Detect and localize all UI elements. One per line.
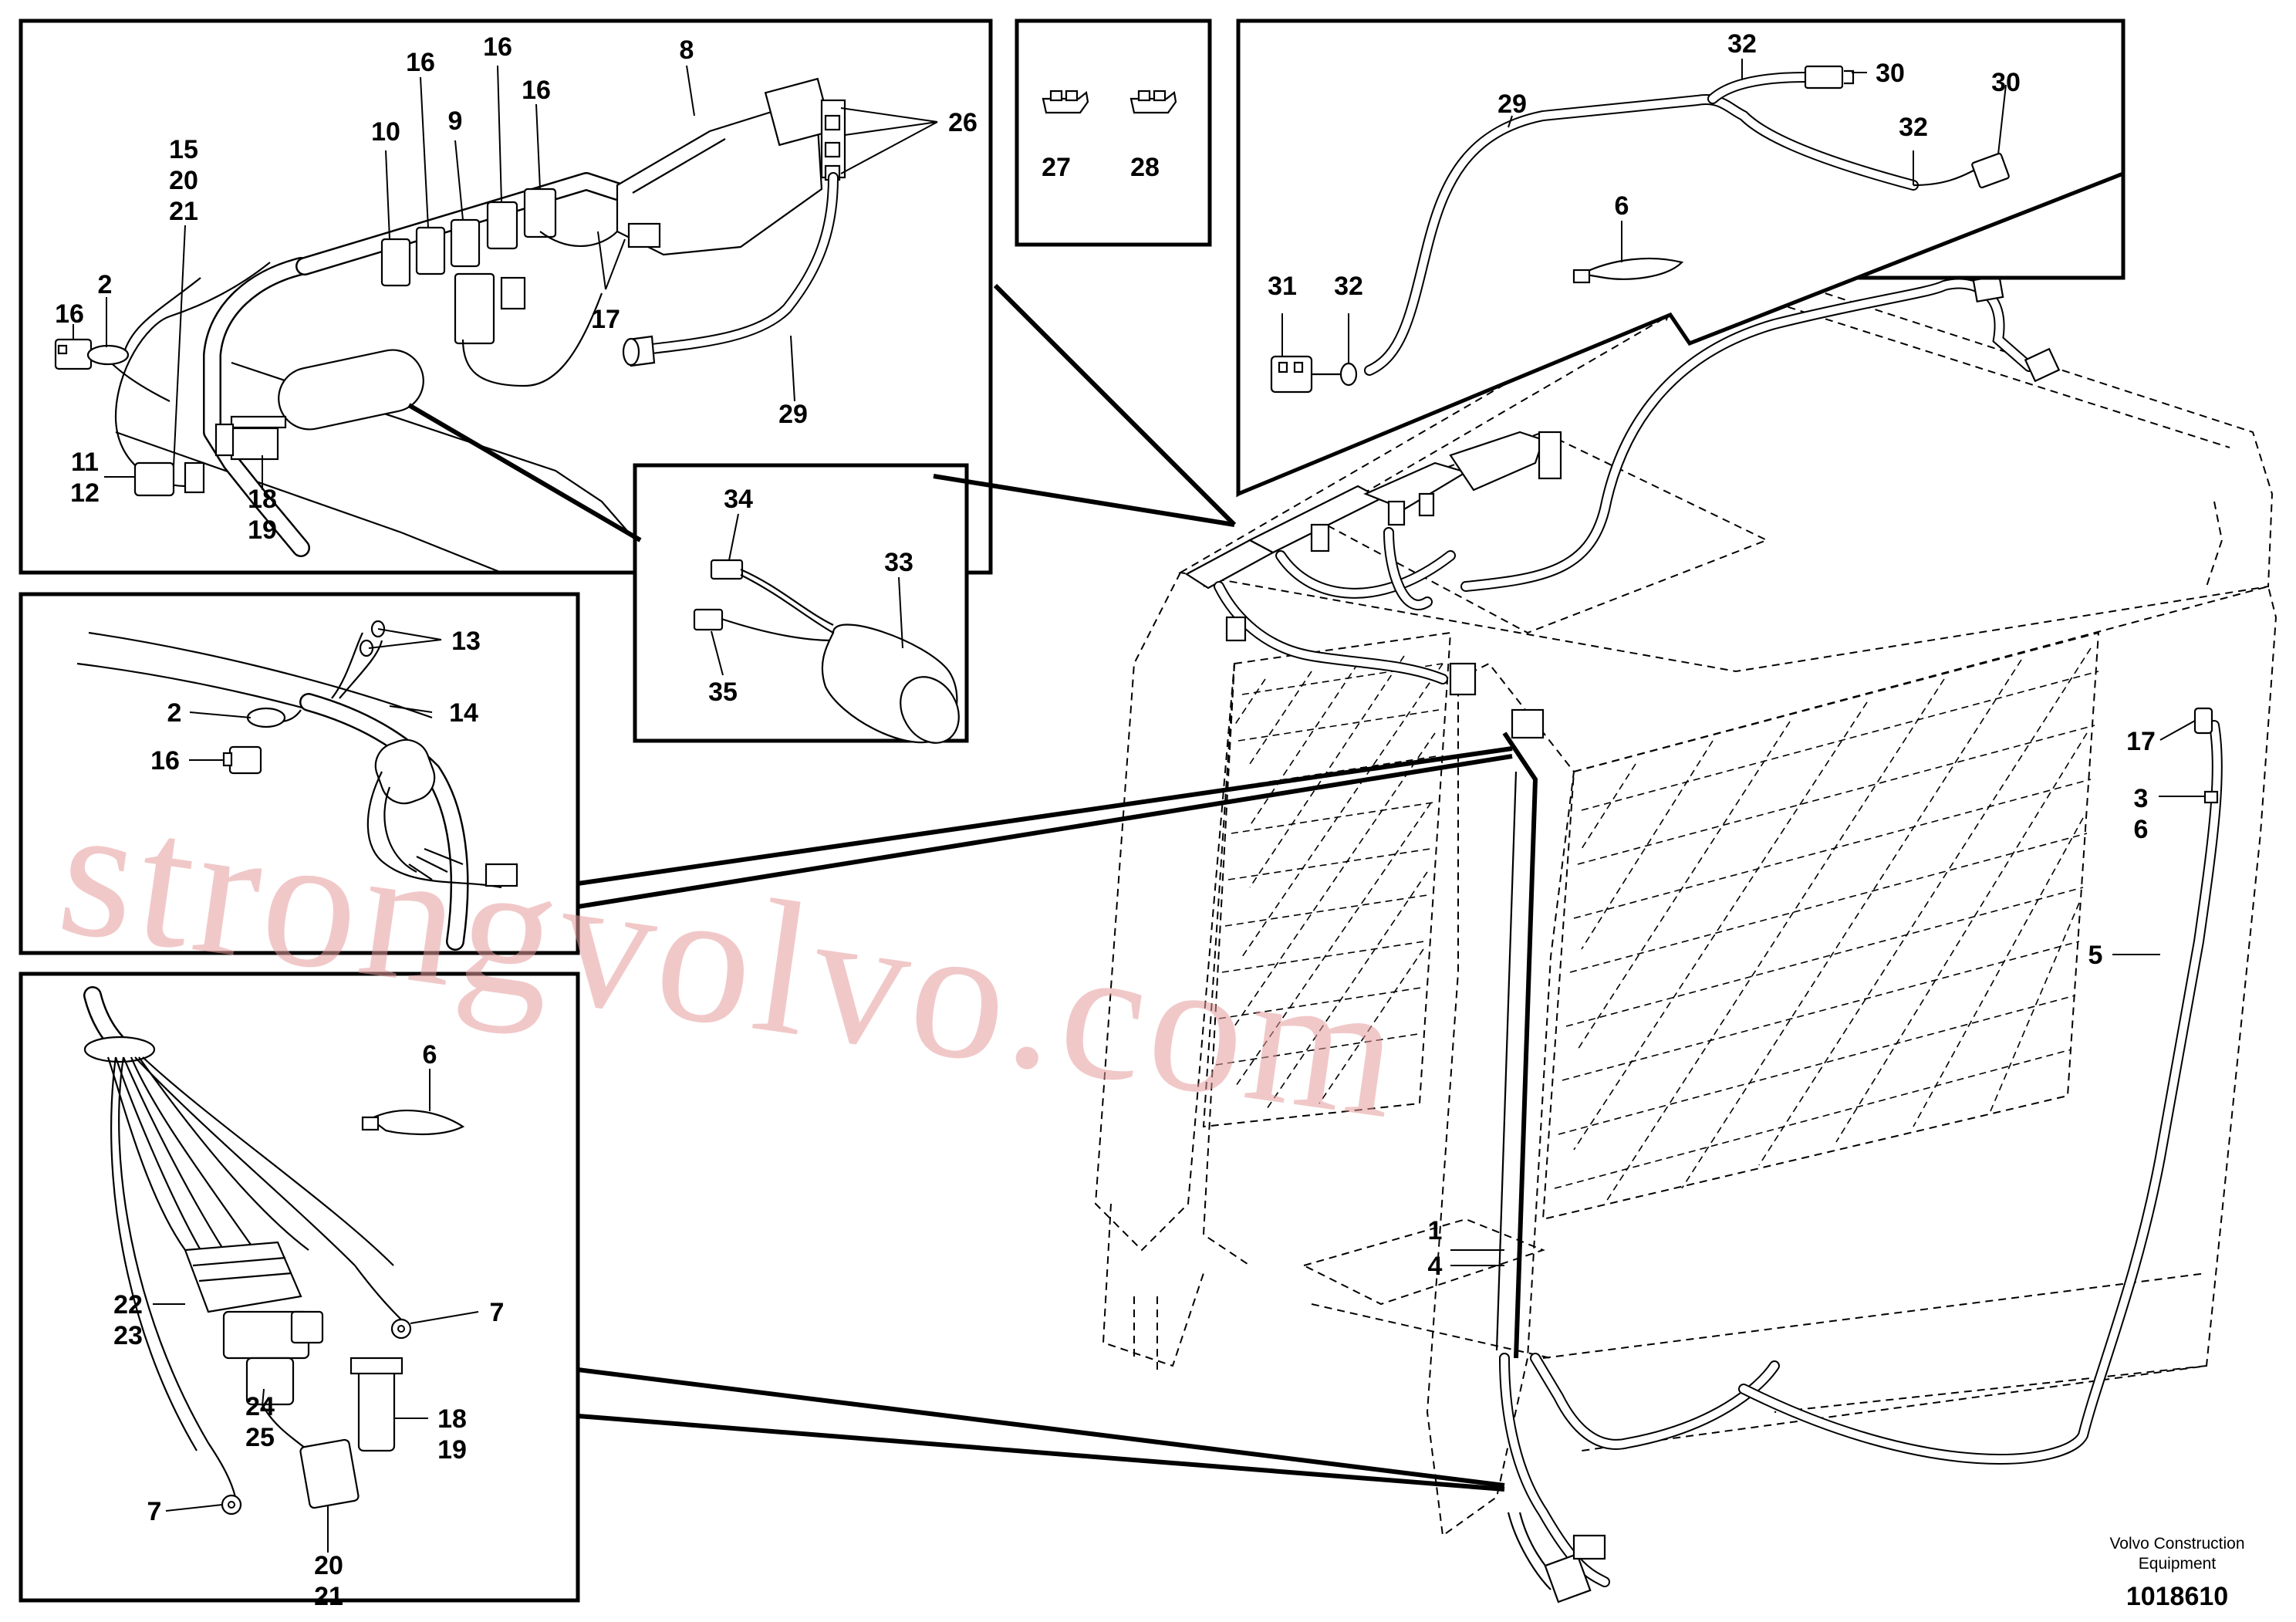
- item-label: 33: [884, 548, 913, 577]
- detail-panel-fuses: [1015, 19, 1212, 247]
- item-label: 11: [71, 448, 99, 477]
- item-label: 23: [113, 1321, 143, 1350]
- connector-30-top: [1804, 65, 1855, 90]
- item-label: 13: [451, 627, 481, 656]
- company-name-line2: Equipment: [2139, 1555, 2217, 1573]
- roof-harness: [1184, 274, 2061, 739]
- item-label: 20: [169, 166, 198, 195]
- item-label: 16: [406, 48, 435, 77]
- item-label: 2: [167, 698, 182, 728]
- fuse-28: [1129, 90, 1177, 114]
- item-label: 19: [437, 1435, 467, 1465]
- item-label: 28: [1130, 153, 1160, 182]
- connector-31: [1270, 355, 1358, 394]
- item-label: 32: [1334, 272, 1363, 301]
- item-label: 5: [2088, 941, 2103, 970]
- item-label: 4: [1428, 1252, 1443, 1281]
- item-label: 16: [55, 299, 84, 329]
- item-label: 7: [490, 1298, 505, 1327]
- item-label: 18: [248, 485, 277, 514]
- item-label: 26: [948, 108, 977, 137]
- cable-tie-6: [1572, 257, 1684, 284]
- item-label: 34: [724, 485, 753, 514]
- item-label: 21: [169, 197, 198, 226]
- item-label: 15: [169, 135, 198, 164]
- item-label: 32: [1899, 113, 1928, 142]
- item-label: 21: [314, 1582, 343, 1611]
- cab-assembly-view: [1094, 258, 2277, 1603]
- item-label: 25: [245, 1423, 275, 1452]
- item-label: 8: [680, 35, 694, 65]
- item-label: 32: [1727, 29, 1757, 59]
- item-label: 14: [449, 698, 478, 728]
- item-label: 29: [1497, 90, 1527, 119]
- item-label: 10: [371, 117, 400, 147]
- item-label: 6: [2134, 815, 2149, 844]
- item-numbers: 16 2 11 12 15 20 21 18 19 10 16 9 16 16 …: [55, 29, 2156, 1611]
- item-label: 16: [483, 32, 512, 62]
- capacitor-33: [821, 623, 960, 744]
- company-name-line1: Volvo Construction: [2109, 1535, 2244, 1553]
- detail-panel-capacitor: [633, 463, 969, 744]
- item-label: 30: [1991, 68, 2021, 97]
- detail-panel-harness-middle: [19, 592, 580, 955]
- item-label: 2: [98, 270, 113, 299]
- fuse-27: [1042, 90, 1089, 114]
- item-label: 22: [113, 1290, 143, 1320]
- item-label: 24: [245, 1392, 275, 1421]
- cable-tie-6-bottom: [361, 1110, 465, 1136]
- drawing-number: 1018610: [2126, 1582, 2228, 1611]
- item-label: 16: [150, 746, 180, 776]
- item-leaders: [73, 59, 2205, 1553]
- item-label: 6: [423, 1040, 437, 1070]
- item-label: 16: [522, 76, 551, 105]
- item-label: 9: [448, 106, 463, 136]
- right-mesh-grille: [1541, 631, 2100, 1221]
- item-label: 7: [147, 1497, 162, 1526]
- detail-panel-harness-bottom: [19, 972, 580, 1603]
- item-label: 3: [2134, 784, 2149, 813]
- footer: Volvo Construction Equipment 1018610: [2109, 1535, 2244, 1611]
- item-label: 35: [708, 678, 738, 707]
- item-label: 6: [1615, 191, 1629, 221]
- item-label: 19: [248, 515, 277, 545]
- item-label: 18: [437, 1404, 467, 1434]
- detail-panel-cable-29: [1236, 19, 2125, 498]
- left-mesh-grille: [1202, 631, 1452, 1128]
- item-label: 29: [778, 400, 808, 429]
- item-label: 31: [1268, 272, 1297, 301]
- item-label: 27: [1042, 153, 1071, 182]
- item-label: 30: [1876, 59, 1905, 88]
- item-label: 20: [314, 1551, 343, 1580]
- callout-leaders: [407, 283, 1513, 1492]
- item-label: 17: [591, 305, 620, 334]
- item-label: 12: [70, 478, 100, 508]
- connector-30-right: [1913, 152, 2010, 189]
- item-label: 17: [2126, 727, 2156, 756]
- item-label: 1: [1428, 1216, 1443, 1245]
